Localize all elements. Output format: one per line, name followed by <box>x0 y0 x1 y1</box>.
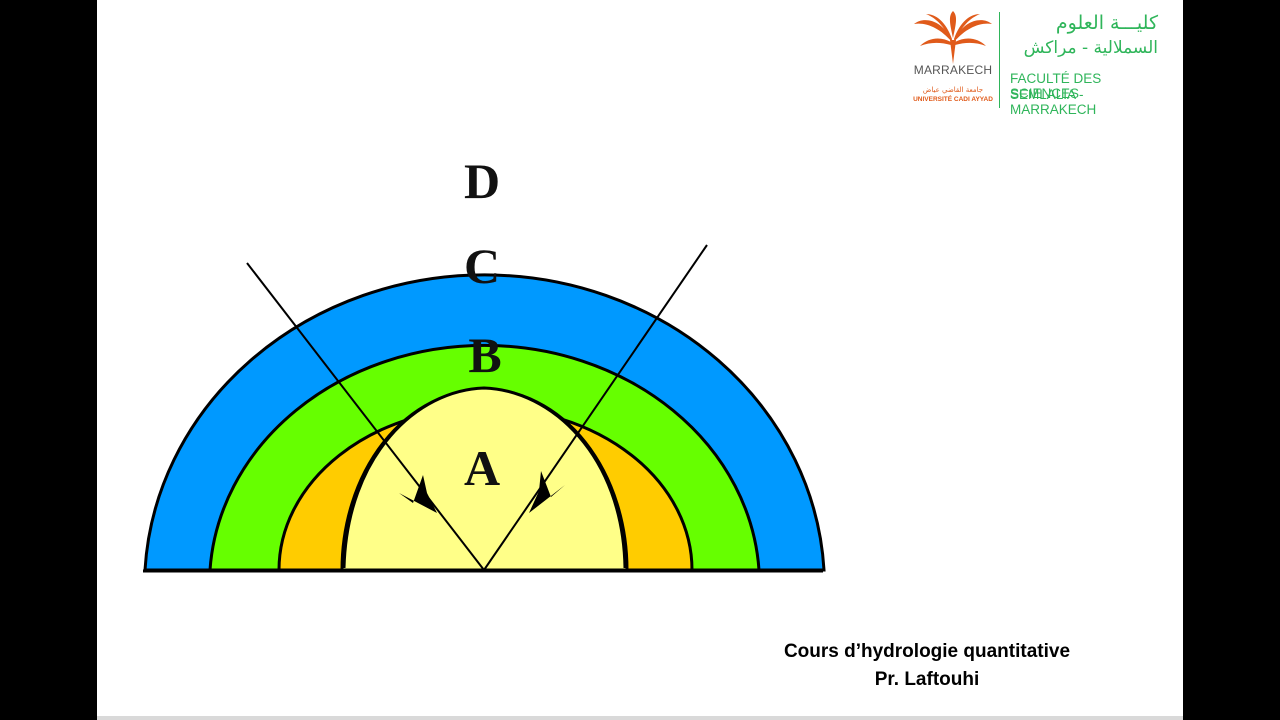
zone-label-b: B <box>468 327 501 383</box>
course-credit: Cours d’hydrologie quantitative Pr. Laft… <box>747 638 1107 694</box>
arrow-left-icon <box>399 475 437 513</box>
letterbox-right <box>1183 0 1280 720</box>
logo-city: MARRAKECH <box>913 63 993 77</box>
slide-bottom-edge <box>97 716 1183 720</box>
logo-divider <box>999 12 1000 108</box>
faculty-french-line1: FACULTÉ DES SCIENCES <box>1010 71 1102 101</box>
zone-a-outline <box>342 386 627 569</box>
zone-diagram: D C B A <box>143 153 826 573</box>
faculty-french-line2: SEMLALIA - MARRAKECH <box>1010 87 1097 117</box>
letterbox-left <box>0 0 97 720</box>
arrow-right-icon <box>529 471 565 513</box>
zone-a-core-fill <box>344 388 625 568</box>
flow-line-right <box>483 244 708 571</box>
zone-label-d: D <box>464 153 500 209</box>
zone-label-a: A <box>464 440 500 496</box>
faculty-arabic-line1: كليـــة العلوم <box>1055 12 1158 34</box>
zone-label-c: C <box>464 238 500 294</box>
faculty-logo: MARRAKECH جامعة القاضي عياض UNIVERSITÉ C… <box>912 10 1172 117</box>
palm-logo-icon <box>914 11 992 64</box>
course-title: Cours d’hydrologie quantitative <box>783 641 1071 662</box>
faculty-arabic-line2: السملالية - مراكش <box>1023 38 1158 58</box>
logo-university-arabic: جامعة القاضي عياض <box>922 86 984 94</box>
flow-line-left <box>246 262 485 571</box>
logo-university-french: UNIVERSITÉ CADI AYYAD <box>913 96 993 103</box>
slide: MARRAKECH جامعة القاضي عياض UNIVERSITÉ C… <box>97 0 1183 716</box>
course-author: Pr. Laftouhi <box>874 669 980 690</box>
